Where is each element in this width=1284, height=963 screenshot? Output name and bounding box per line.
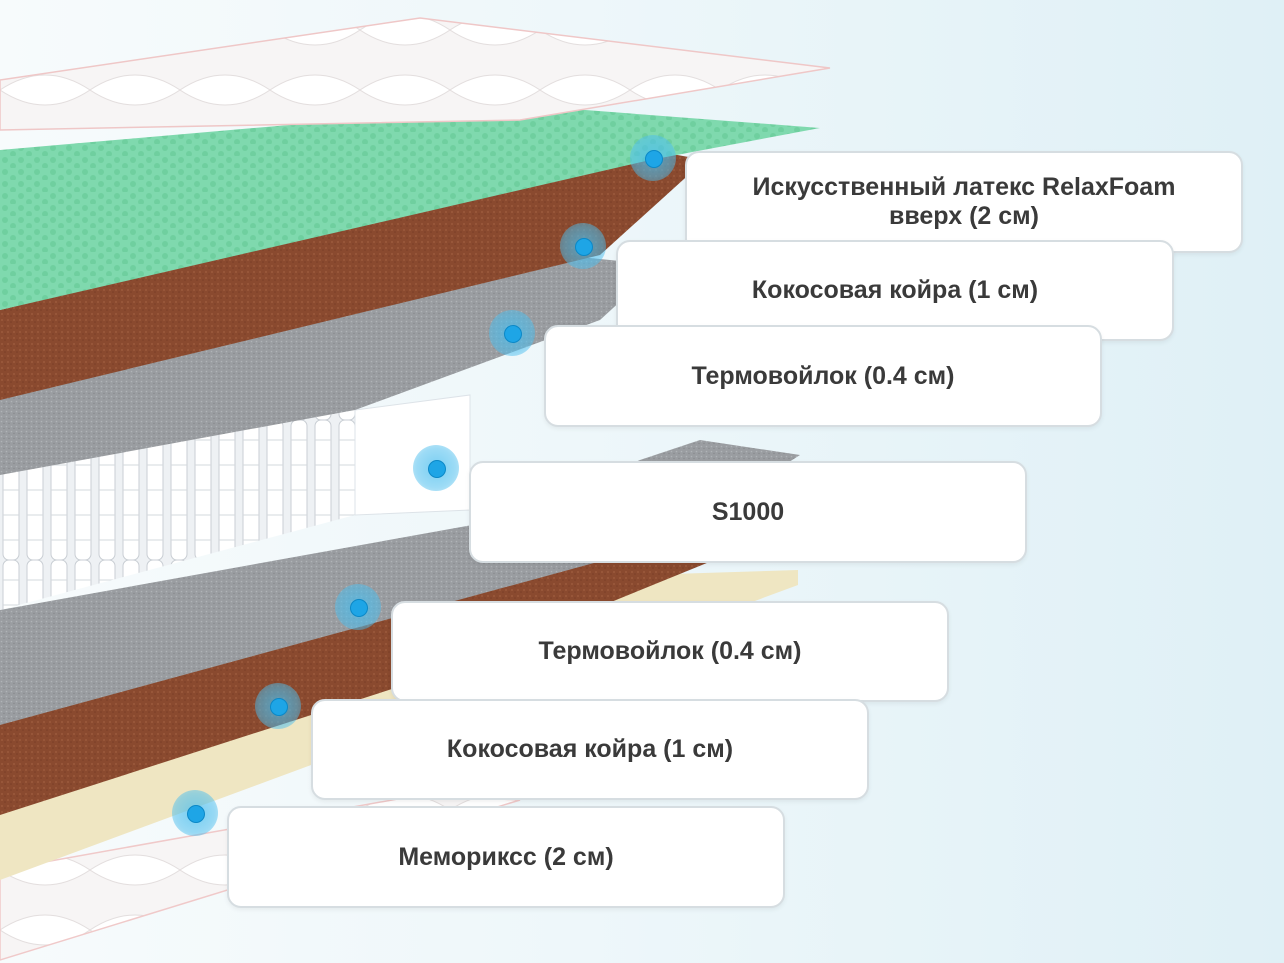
layer-label-text: Термовойлок (0.4 см) [691, 361, 955, 390]
hotspot-marker-icon[interactable] [335, 584, 381, 630]
hotspot-dot [428, 460, 446, 478]
hotspot-marker-icon[interactable] [255, 683, 301, 729]
layer-label-text: S1000 [711, 497, 785, 526]
hotspot-marker-icon[interactable] [489, 310, 535, 356]
top-cover-layer [0, 17, 831, 131]
latex-layer-top [0, 105, 820, 310]
layer-label-text: Кокосовая койра (1 см) [446, 735, 734, 763]
hotspot-dot [187, 805, 205, 823]
hotspot-dot [575, 238, 593, 256]
layer-label-3: Термовойлок (0.4 см) [544, 325, 1102, 427]
hotspot-dot [645, 150, 663, 168]
coir-layer-top [0, 150, 705, 400]
layer-label-text: Кокосовая койра (1 см) [751, 276, 1039, 304]
hotspot-marker-icon[interactable] [630, 135, 676, 181]
layer-label-4: S1000 [469, 461, 1027, 563]
layer-label-2: Кокосовая койра (1 см) [616, 240, 1174, 341]
spring-block [0, 410, 355, 610]
layer-label-text: Искусственный латекс RelaxFoam вверх (2 … [752, 173, 1176, 230]
layer-label-text: Термовойлок (0.4 см) [538, 637, 802, 665]
layer-label-7: Мемориксс (2 см) [227, 806, 785, 908]
hotspot-marker-icon[interactable] [413, 445, 459, 491]
hotspot-dot [504, 325, 522, 343]
felt-layer-top [0, 255, 660, 475]
hotspot-marker-icon[interactable] [172, 790, 218, 836]
layer-label-1: Искусственный латекс RelaxFoam вверх (2 … [685, 151, 1243, 253]
hotspot-dot [270, 698, 288, 716]
layer-label-6: Кокосовая койра (1 см) [311, 699, 869, 800]
hotspot-dot [350, 599, 368, 617]
layer-label-5: Термовойлок (0.4 см) [391, 601, 949, 702]
hotspot-marker-icon[interactable] [560, 223, 606, 269]
layer-label-text: Мемориксс (2 см) [398, 842, 614, 871]
